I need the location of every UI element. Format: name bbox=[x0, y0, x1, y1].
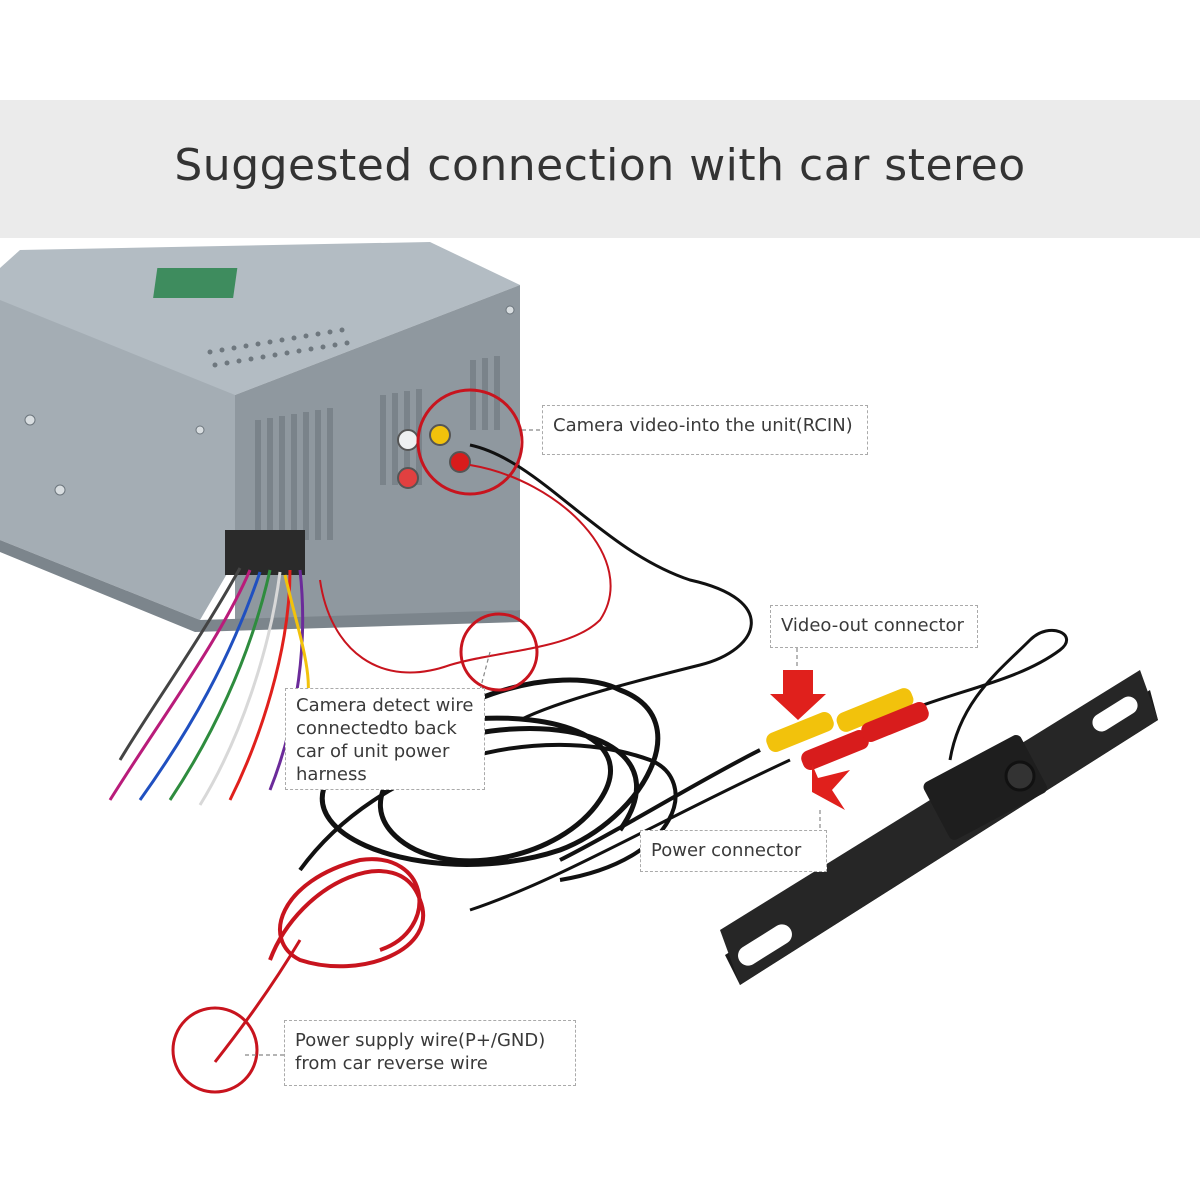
up-arrow bbox=[812, 764, 850, 810]
page-title: Suggested connection with car stereo bbox=[174, 140, 1026, 191]
license-plate-camera bbox=[720, 670, 1158, 985]
down-arrow bbox=[770, 670, 826, 720]
callout-camera-detect-wire: Camera detect wire connectedto back car … bbox=[285, 688, 485, 790]
callout-power-supply-wire: Power supply wire(P+/GND) from car rever… bbox=[284, 1020, 576, 1086]
rca-connector bbox=[766, 688, 929, 770]
rcin-highlight-circle bbox=[416, 388, 524, 496]
callout-video-out-connector: Video-out connector bbox=[770, 605, 978, 648]
highlight-circles bbox=[171, 388, 539, 1094]
callout-power-connector: Power connector bbox=[640, 830, 827, 872]
detect-wire-highlight-circle bbox=[459, 612, 539, 692]
arrows bbox=[770, 670, 850, 810]
callout-camera-video-in: Camera video-into the unit(RCIN) bbox=[542, 405, 868, 455]
power-wire-highlight-circle bbox=[171, 1006, 259, 1094]
title-banner bbox=[0, 100, 1200, 238]
power-harness-wires bbox=[108, 567, 310, 806]
car-stereo-head-unit bbox=[0, 242, 520, 632]
